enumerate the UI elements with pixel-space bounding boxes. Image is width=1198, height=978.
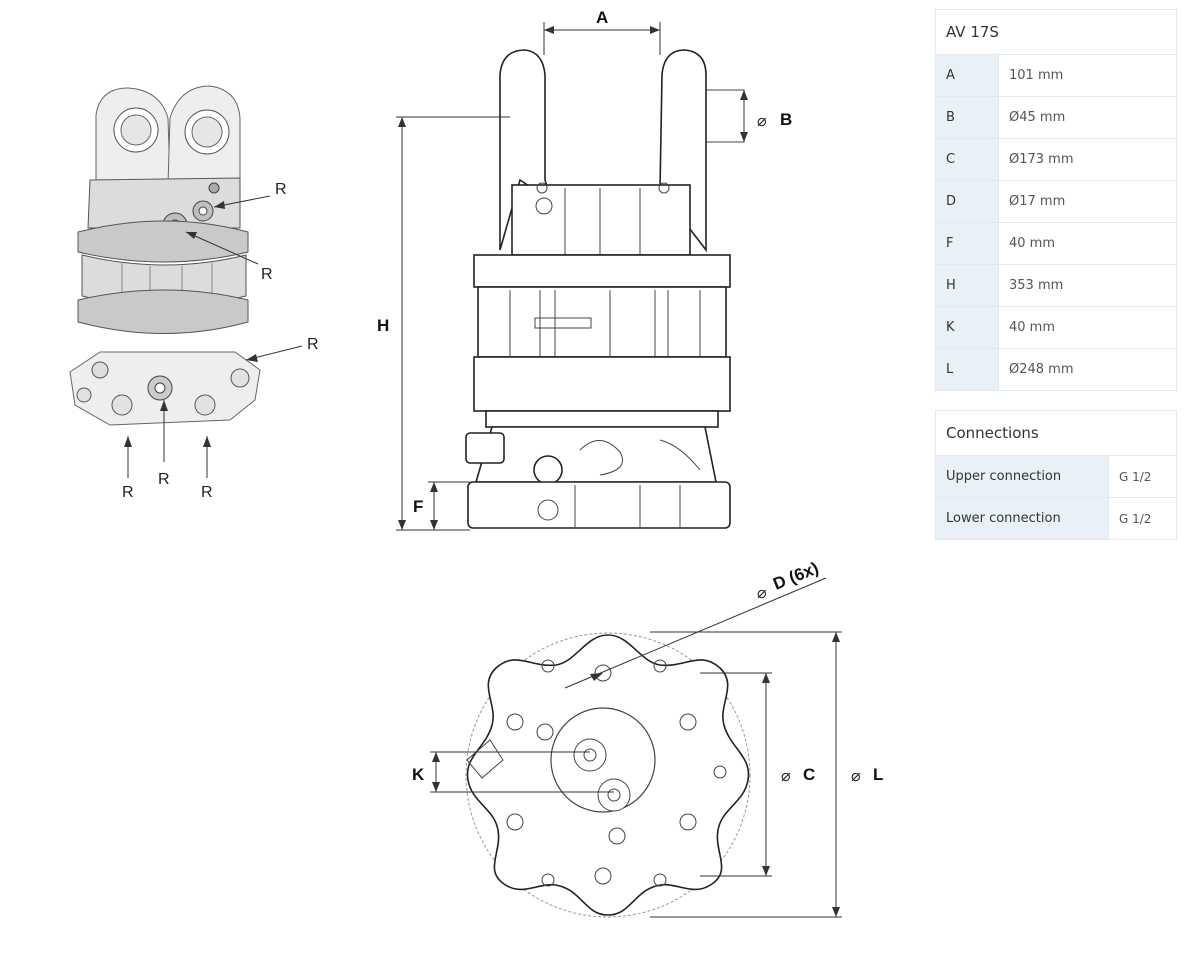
spec-key: B [936, 97, 998, 138]
port-label-r6: R [201, 484, 213, 501]
spec-value: 353 mm [998, 265, 1176, 306]
spec-key: F [936, 223, 998, 264]
dim-l-diameter-symbol: ⌀ [851, 768, 861, 785]
spec-value: Ø45 mm [998, 97, 1176, 138]
port-label-r1: R [275, 181, 287, 198]
spec-key: A [936, 55, 998, 96]
spec-value: 101 mm [998, 55, 1176, 96]
spec-value: 40 mm [998, 223, 1176, 264]
spec-key: C [936, 139, 998, 180]
dim-c-diameter-symbol: ⌀ [781, 768, 791, 785]
spec-value: 40 mm [998, 307, 1176, 348]
connection-value: G 1/2 [1108, 456, 1176, 497]
front-view: A ⌀ B H F [377, 8, 792, 531]
spec-key: K [936, 307, 998, 348]
spec-table-title: AV 17S [936, 10, 1176, 55]
bottom-view: ⌀ D (6x) ⌀ C ⌀ L K [412, 558, 883, 918]
dim-k-label: K [412, 765, 425, 784]
spec-value: Ø17 mm [998, 181, 1176, 222]
dim-a-label: A [596, 8, 608, 27]
spec-value: Ø173 mm [998, 139, 1176, 180]
technical-drawing: R R R R R R [69, 8, 883, 918]
dim-d-label: D (6x) [770, 558, 821, 593]
spec-key: L [936, 349, 998, 390]
dim-c-label: C [803, 765, 815, 784]
connection-value: G 1/2 [1108, 498, 1176, 539]
spec-key: H [936, 265, 998, 306]
dim-b-label: B [780, 110, 792, 129]
dim-d-diameter-symbol: ⌀ [757, 585, 767, 602]
port-label-r5: R [158, 471, 170, 488]
dim-f-label: F [413, 497, 423, 516]
connection-key: Upper connection [936, 456, 1108, 497]
dim-b-diameter-symbol: ⌀ [757, 113, 767, 130]
port-label-r3: R [307, 336, 319, 353]
connections-table-title: Connections [936, 411, 1176, 456]
connection-key: Lower connection [936, 498, 1108, 539]
port-label-r4: R [122, 484, 134, 501]
spec-key: D [936, 181, 998, 222]
port-label-r2: R [261, 266, 273, 283]
dim-l-label: L [873, 765, 883, 784]
dim-h-label: H [377, 316, 389, 335]
spec-value: Ø248 mm [998, 349, 1176, 390]
isometric-view: R R R R R R [69, 85, 319, 501]
